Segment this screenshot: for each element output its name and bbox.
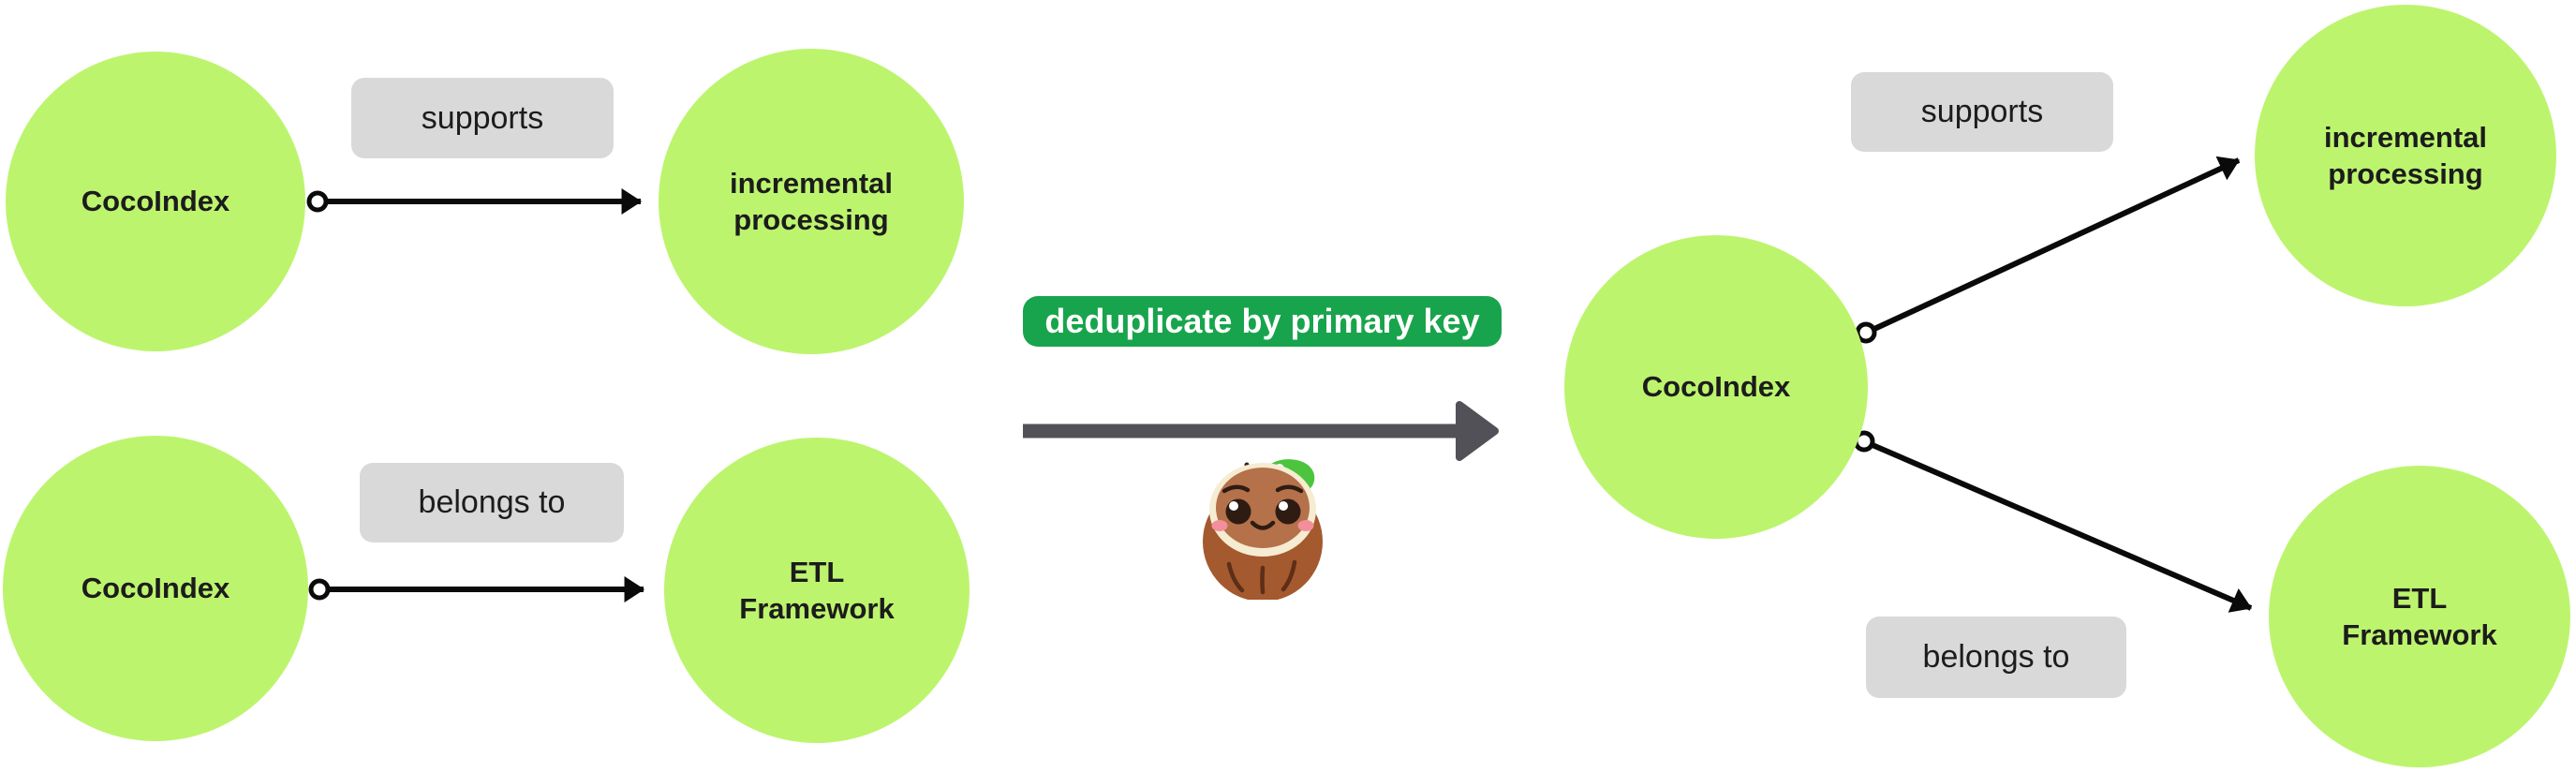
edge-label-text: belongs to: [1922, 639, 2070, 675]
edge-label-belongs-to-left: belongs to: [360, 463, 624, 543]
node-incremental-processing-left: incremental processing: [659, 49, 964, 354]
edge-left-supports: [306, 188, 643, 215]
edge-source-ring: [306, 190, 329, 213]
edge-source-ring: [308, 578, 331, 601]
node-label: incremental processing: [2323, 120, 2487, 190]
edge-label-supports-left: supports: [351, 78, 614, 158]
edge-label-text: belongs to: [418, 484, 566, 520]
node-label: incremental processing: [729, 166, 893, 236]
node-cocoindex-left-bottom: CocoIndex: [3, 436, 308, 741]
edge-left-belongs-to: [308, 576, 645, 602]
edge-right-supports: [1855, 156, 2241, 344]
transform-badge: deduplicate by primary key: [1023, 296, 1502, 347]
edge-label-supports-right: supports: [1851, 72, 2113, 152]
node-label: CocoIndex: [1641, 370, 1791, 404]
node-incremental-processing-right: incremental processing: [2255, 5, 2556, 306]
edge-label-text: supports: [421, 99, 544, 136]
edge-label-belongs-to-right: belongs to: [1866, 617, 2126, 698]
node-label: ETL Framework: [2342, 581, 2497, 651]
node-label: CocoIndex: [81, 185, 230, 218]
node-label: CocoIndex: [81, 572, 230, 605]
transform-arrow: [1023, 401, 1499, 461]
transform-badge-text: deduplicate by primary key: [1044, 302, 1480, 340]
node-cocoindex-right: CocoIndex: [1564, 235, 1868, 539]
edge-right-belongs-to: [1853, 430, 2253, 613]
coconut-mascot-icon: [1203, 459, 1323, 600]
node-label: ETL Framework: [739, 555, 895, 625]
node-etl-framework-left: ETL Framework: [664, 438, 970, 743]
node-cocoindex-left-top: CocoIndex: [6, 52, 305, 351]
edge-label-text: supports: [1920, 94, 2044, 129]
node-etl-framework-right: ETL Framework: [2269, 466, 2570, 767]
